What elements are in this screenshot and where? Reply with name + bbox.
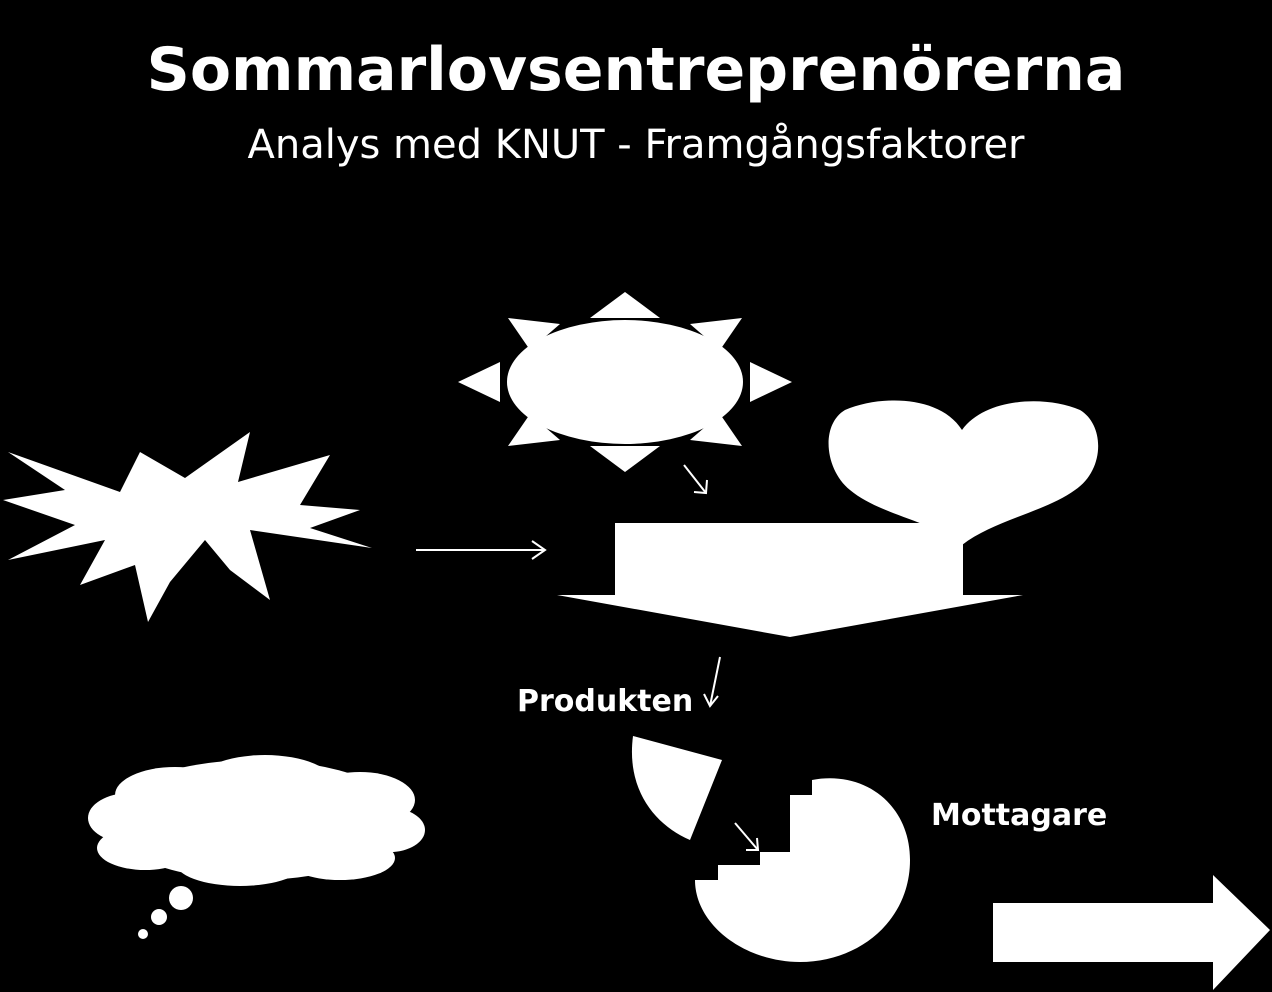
pie-piece-main[interactable] xyxy=(695,778,910,962)
thought-cloud-shape[interactable] xyxy=(88,755,425,939)
block-arrow-right[interactable] xyxy=(993,875,1270,990)
arrow-pie-connector xyxy=(734,822,760,851)
block-arrow-down[interactable] xyxy=(557,523,1023,637)
receiver-label: Mottagare xyxy=(931,798,1108,833)
product-label: Produkten xyxy=(517,684,694,719)
slide-title: Sommarlovsentreprenörerna xyxy=(146,35,1126,105)
sun-shape[interactable] xyxy=(458,292,792,472)
arrow-diagonal-connector xyxy=(683,464,708,495)
slide-subtitle: Analys med KNUT - Framgångsfaktorer xyxy=(247,122,1025,168)
heart-shape[interactable] xyxy=(828,400,1099,545)
arrow-right-connector xyxy=(416,540,547,560)
arrow-down-connector xyxy=(703,656,721,708)
starburst-shape[interactable] xyxy=(3,432,372,622)
pie-piece-left[interactable] xyxy=(631,736,722,840)
